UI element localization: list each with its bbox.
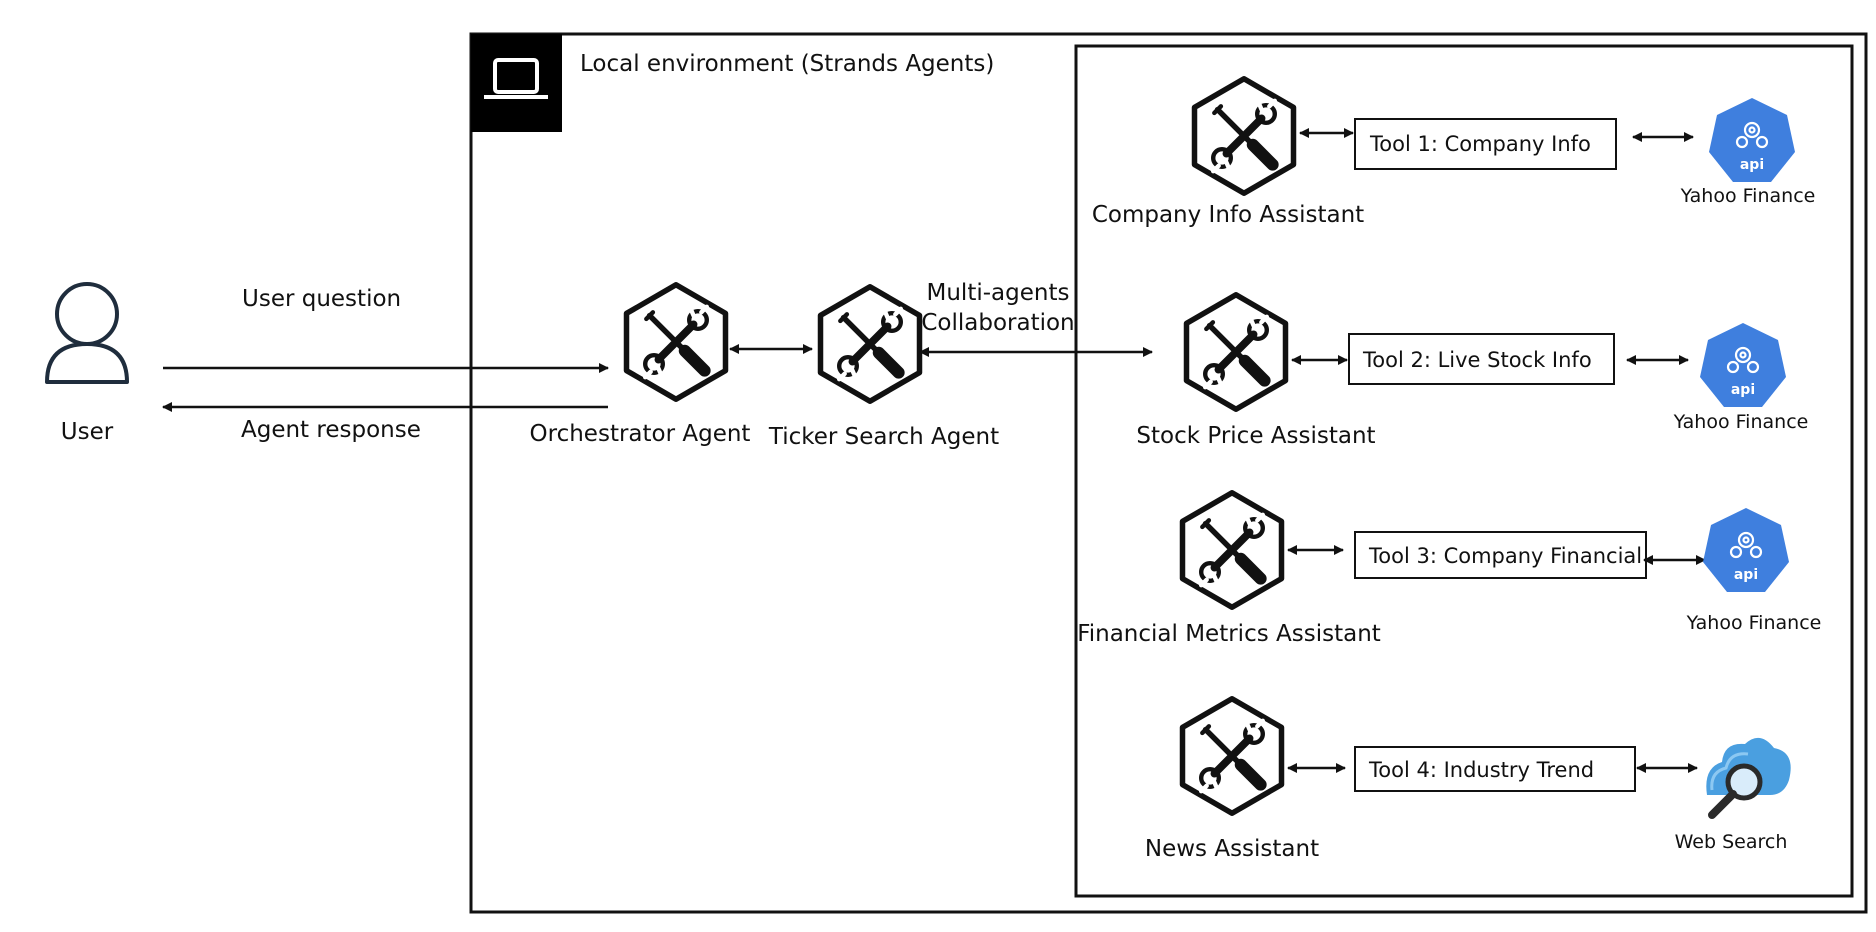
api-icon: api <box>1701 506 1791 594</box>
tool-label: Tool 4: Industry Trend <box>1368 758 1594 782</box>
tool-label: Tool 2: Live Stock Info <box>1362 348 1592 372</box>
environment-title: Local environment (Strands Agents) <box>580 51 994 77</box>
company-info-assistant-icon <box>1195 79 1294 193</box>
web-search-icon <box>1706 737 1791 819</box>
ticker-search-agent-icon <box>821 287 920 401</box>
tool-box <box>1354 118 1617 170</box>
service-label: Yahoo Finance <box>1680 185 1816 207</box>
agent-response-label: Agent response <box>241 417 421 443</box>
financial-metrics-assistant-icon <box>1183 493 1282 607</box>
laptop-icon <box>484 58 548 99</box>
api-icon: api <box>1698 321 1788 409</box>
user-label: User <box>61 419 114 445</box>
service-label: Yahoo Finance <box>1686 612 1822 634</box>
orchestrator-agent-label: Orchestrator Agent <box>530 421 751 447</box>
ticker-search-agent-label: Ticker Search Agent <box>768 424 999 450</box>
assistant-name: Company Info Assistant <box>1092 202 1364 228</box>
api-icon: api <box>1707 96 1797 184</box>
user-question-label: User question <box>242 286 401 312</box>
service-label: Web Search <box>1675 831 1788 853</box>
assistant-name: Stock Price Assistant <box>1136 423 1375 449</box>
tool-label: Tool 3: Company Financial <box>1368 544 1642 568</box>
tool-box <box>1354 746 1636 792</box>
news-assistant-icon <box>1183 699 1282 813</box>
api-icon-text: api <box>1740 157 1764 173</box>
service-label: Yahoo Finance <box>1673 411 1809 433</box>
environment-badge <box>471 34 562 132</box>
orchestrator-agent-icon <box>627 285 726 399</box>
assistant-name: Financial Metrics Assistant <box>1077 621 1381 647</box>
collaboration-label-line1: Multi-agents <box>927 280 1070 306</box>
collaboration-label-line2: Collaboration <box>921 310 1074 336</box>
assistant-name: News Assistant <box>1145 836 1319 862</box>
assistants-box <box>1074 44 1854 898</box>
tool-label: Tool 1: Company Info <box>1369 132 1591 156</box>
user-icon <box>45 282 129 384</box>
tool-box <box>1348 333 1615 385</box>
api-icon-text: api <box>1731 382 1755 398</box>
stock-price-assistant-icon <box>1187 295 1286 409</box>
api-icon-text: api <box>1734 567 1758 583</box>
local-environment-box <box>469 32 1868 914</box>
